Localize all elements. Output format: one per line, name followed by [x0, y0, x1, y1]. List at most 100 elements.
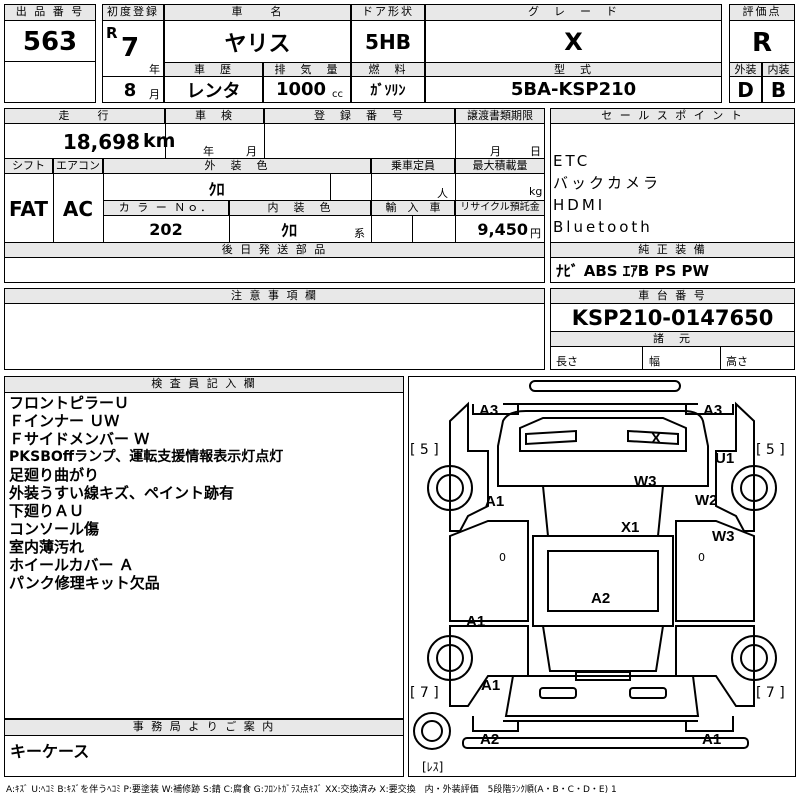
- inspection-label: 車 検: [165, 108, 264, 124]
- inspector-note: PKSBOffランプ、運転支援情報表示灯点灯: [9, 449, 284, 465]
- damage-mark: U1: [715, 450, 734, 467]
- mileage-unit: km: [143, 130, 176, 152]
- spare-tire: [ﾚｽ]: [422, 760, 443, 774]
- inspector-note: 下廻りＡＵ: [9, 502, 85, 520]
- tire-tread: [ 7 ]: [756, 685, 785, 701]
- inspector-note: 外装うすい線キズ、ペイント跡有: [9, 484, 235, 502]
- history-cell: [164, 76, 263, 103]
- lot-no-blank: [4, 61, 96, 103]
- model-cell: [425, 76, 722, 103]
- reg-year: 7: [120, 33, 140, 63]
- grade: X: [564, 28, 583, 56]
- sales-point-item: Bluetooth: [553, 218, 653, 236]
- shift: FAT: [9, 197, 48, 221]
- recycle-unit: 円: [530, 227, 541, 240]
- score: R: [751, 28, 773, 58]
- car-name: ヤリス: [224, 32, 291, 57]
- damage-mark: X: [651, 430, 661, 447]
- int-color-unit: 系: [354, 227, 365, 240]
- tire-tread: [ 7 ]: [410, 685, 439, 701]
- exterior-label: 外装: [729, 62, 762, 77]
- color-no-label: カ ラ ー Ｎｏ．: [103, 200, 229, 216]
- office-label: 事 務 局 よ り ご 案 内: [4, 719, 404, 736]
- inspector-note: フロントピラーＵ: [9, 394, 130, 412]
- recycle-label: リサイクル預託金: [455, 200, 545, 216]
- interior-label: 内装: [762, 62, 795, 77]
- damage-mark: W3: [634, 473, 657, 490]
- sales-point-item: ETC: [553, 152, 591, 170]
- ac-label: エアコン: [53, 158, 103, 174]
- door-type: 5HB: [365, 30, 411, 54]
- damage-mark: A1: [481, 677, 500, 694]
- fuel-label: 燃 料: [351, 62, 425, 77]
- insp-month-unit: 月: [246, 145, 257, 158]
- capacity-label: 乗車定員: [371, 158, 455, 174]
- history: レンタ: [186, 80, 241, 102]
- damage-mark: A2: [480, 731, 499, 748]
- lot-no-label: 出 品 番 号: [4, 4, 96, 21]
- reg-month: 8: [123, 79, 137, 101]
- chassis-number: KSP210-0147650: [571, 306, 774, 330]
- zero-mark: 0: [698, 551, 705, 564]
- legend: A:ｷｽﾞ U:ﾍｺﾐ B:ｷｽﾞを伴うﾍｺﾐ P:要塗装 W:補修跡 S:錆 …: [6, 785, 617, 795]
- month-unit: 月: [149, 88, 160, 101]
- color-label: 外 装 色: [103, 158, 371, 174]
- displacement: 1000: [275, 79, 327, 100]
- insp-year-unit: 年: [203, 145, 214, 158]
- tire-tread: [ 5 ]: [410, 442, 439, 458]
- color-no: 202: [149, 219, 183, 239]
- caution-label: 注 意 事 項 欄: [4, 288, 545, 304]
- shift-label: シフト: [4, 158, 53, 174]
- displacement-label: 排 気 量: [263, 62, 351, 77]
- sales-point-item: HDMI: [553, 196, 606, 214]
- sales-points-list: ETC バックカメラ HDMI Bluetooth: [553, 150, 793, 238]
- equipment-label: 純 正 装 備: [550, 242, 795, 258]
- damage-mark: A1: [485, 493, 504, 510]
- transfer-day-unit: 日: [530, 145, 541, 158]
- transfer-label: 譲渡書類期限: [455, 108, 545, 124]
- tire-tread: [ 5 ]: [756, 442, 785, 458]
- ac: AC: [62, 197, 94, 221]
- inspector-note: ホイールカバー Ａ: [9, 556, 134, 574]
- damage-mark: W2: [695, 492, 718, 509]
- interior-color: ｸﾛ: [280, 221, 297, 240]
- exterior-cell: [729, 76, 762, 103]
- office-note: キーケース: [10, 742, 90, 761]
- equipment: ﾅﾋﾞ ABS ｴｱB PS PW: [556, 261, 710, 280]
- door-label: ドア形状: [351, 4, 425, 21]
- exterior-color: ｸﾛ: [208, 180, 225, 199]
- car-name-label: 車 名: [164, 4, 351, 21]
- sales-point-item: バックカメラ: [553, 174, 662, 192]
- reg-no-label: 登 録 番 号: [264, 108, 455, 124]
- damage-mark: W3: [712, 528, 735, 545]
- car-diagram: A3 A3 X U1 W3 A1 W2 X1 W3 A2 A1 A1 A2 A1…: [410, 380, 785, 774]
- width-label: 幅: [649, 355, 660, 368]
- sales-points-label: セ ー ル ス ポ イ ン ト: [550, 108, 795, 124]
- recycle-deposit: 9,450: [477, 219, 528, 239]
- fuel-cell: [351, 76, 425, 103]
- inspector-note: Ｆインナー ＵＷ: [9, 412, 120, 430]
- transfer-month-unit: 月: [490, 145, 501, 158]
- zero-mark: 0: [499, 551, 506, 564]
- inspector-note: 室内薄汚れ: [9, 538, 85, 556]
- grade-label: グ レ ー ド: [425, 4, 722, 21]
- model-label: 型 式: [425, 62, 722, 77]
- inspector-note: 足廻り曲がり: [9, 466, 100, 484]
- height-label: 高さ: [726, 355, 748, 368]
- interior-cell: [762, 76, 795, 103]
- load-unit: kg: [529, 185, 543, 198]
- damage-mark: A1: [702, 731, 721, 748]
- first-reg-cell: [102, 20, 164, 103]
- load-label: 最大積載量: [455, 158, 545, 174]
- history-label: 車 歴: [164, 62, 263, 77]
- damage-mark: A1: [466, 613, 485, 630]
- length-label: 長さ: [556, 355, 578, 368]
- displacement-cell: [263, 76, 351, 103]
- damage-mark: A3: [703, 402, 722, 419]
- damage-mark: A3: [479, 402, 498, 419]
- later-parts-label: 後 日 発 送 部 品: [4, 242, 545, 258]
- int-color-label: 内 装 色: [229, 200, 371, 216]
- inspector-notes: フロントピラーＵ Ｆインナー ＵＷ Ｆサイドメンバー Ｗ PKSBOffランプ、…: [9, 394, 399, 592]
- chassis-label: 車 台 番 号: [550, 288, 795, 304]
- lot-no: 563: [22, 27, 78, 57]
